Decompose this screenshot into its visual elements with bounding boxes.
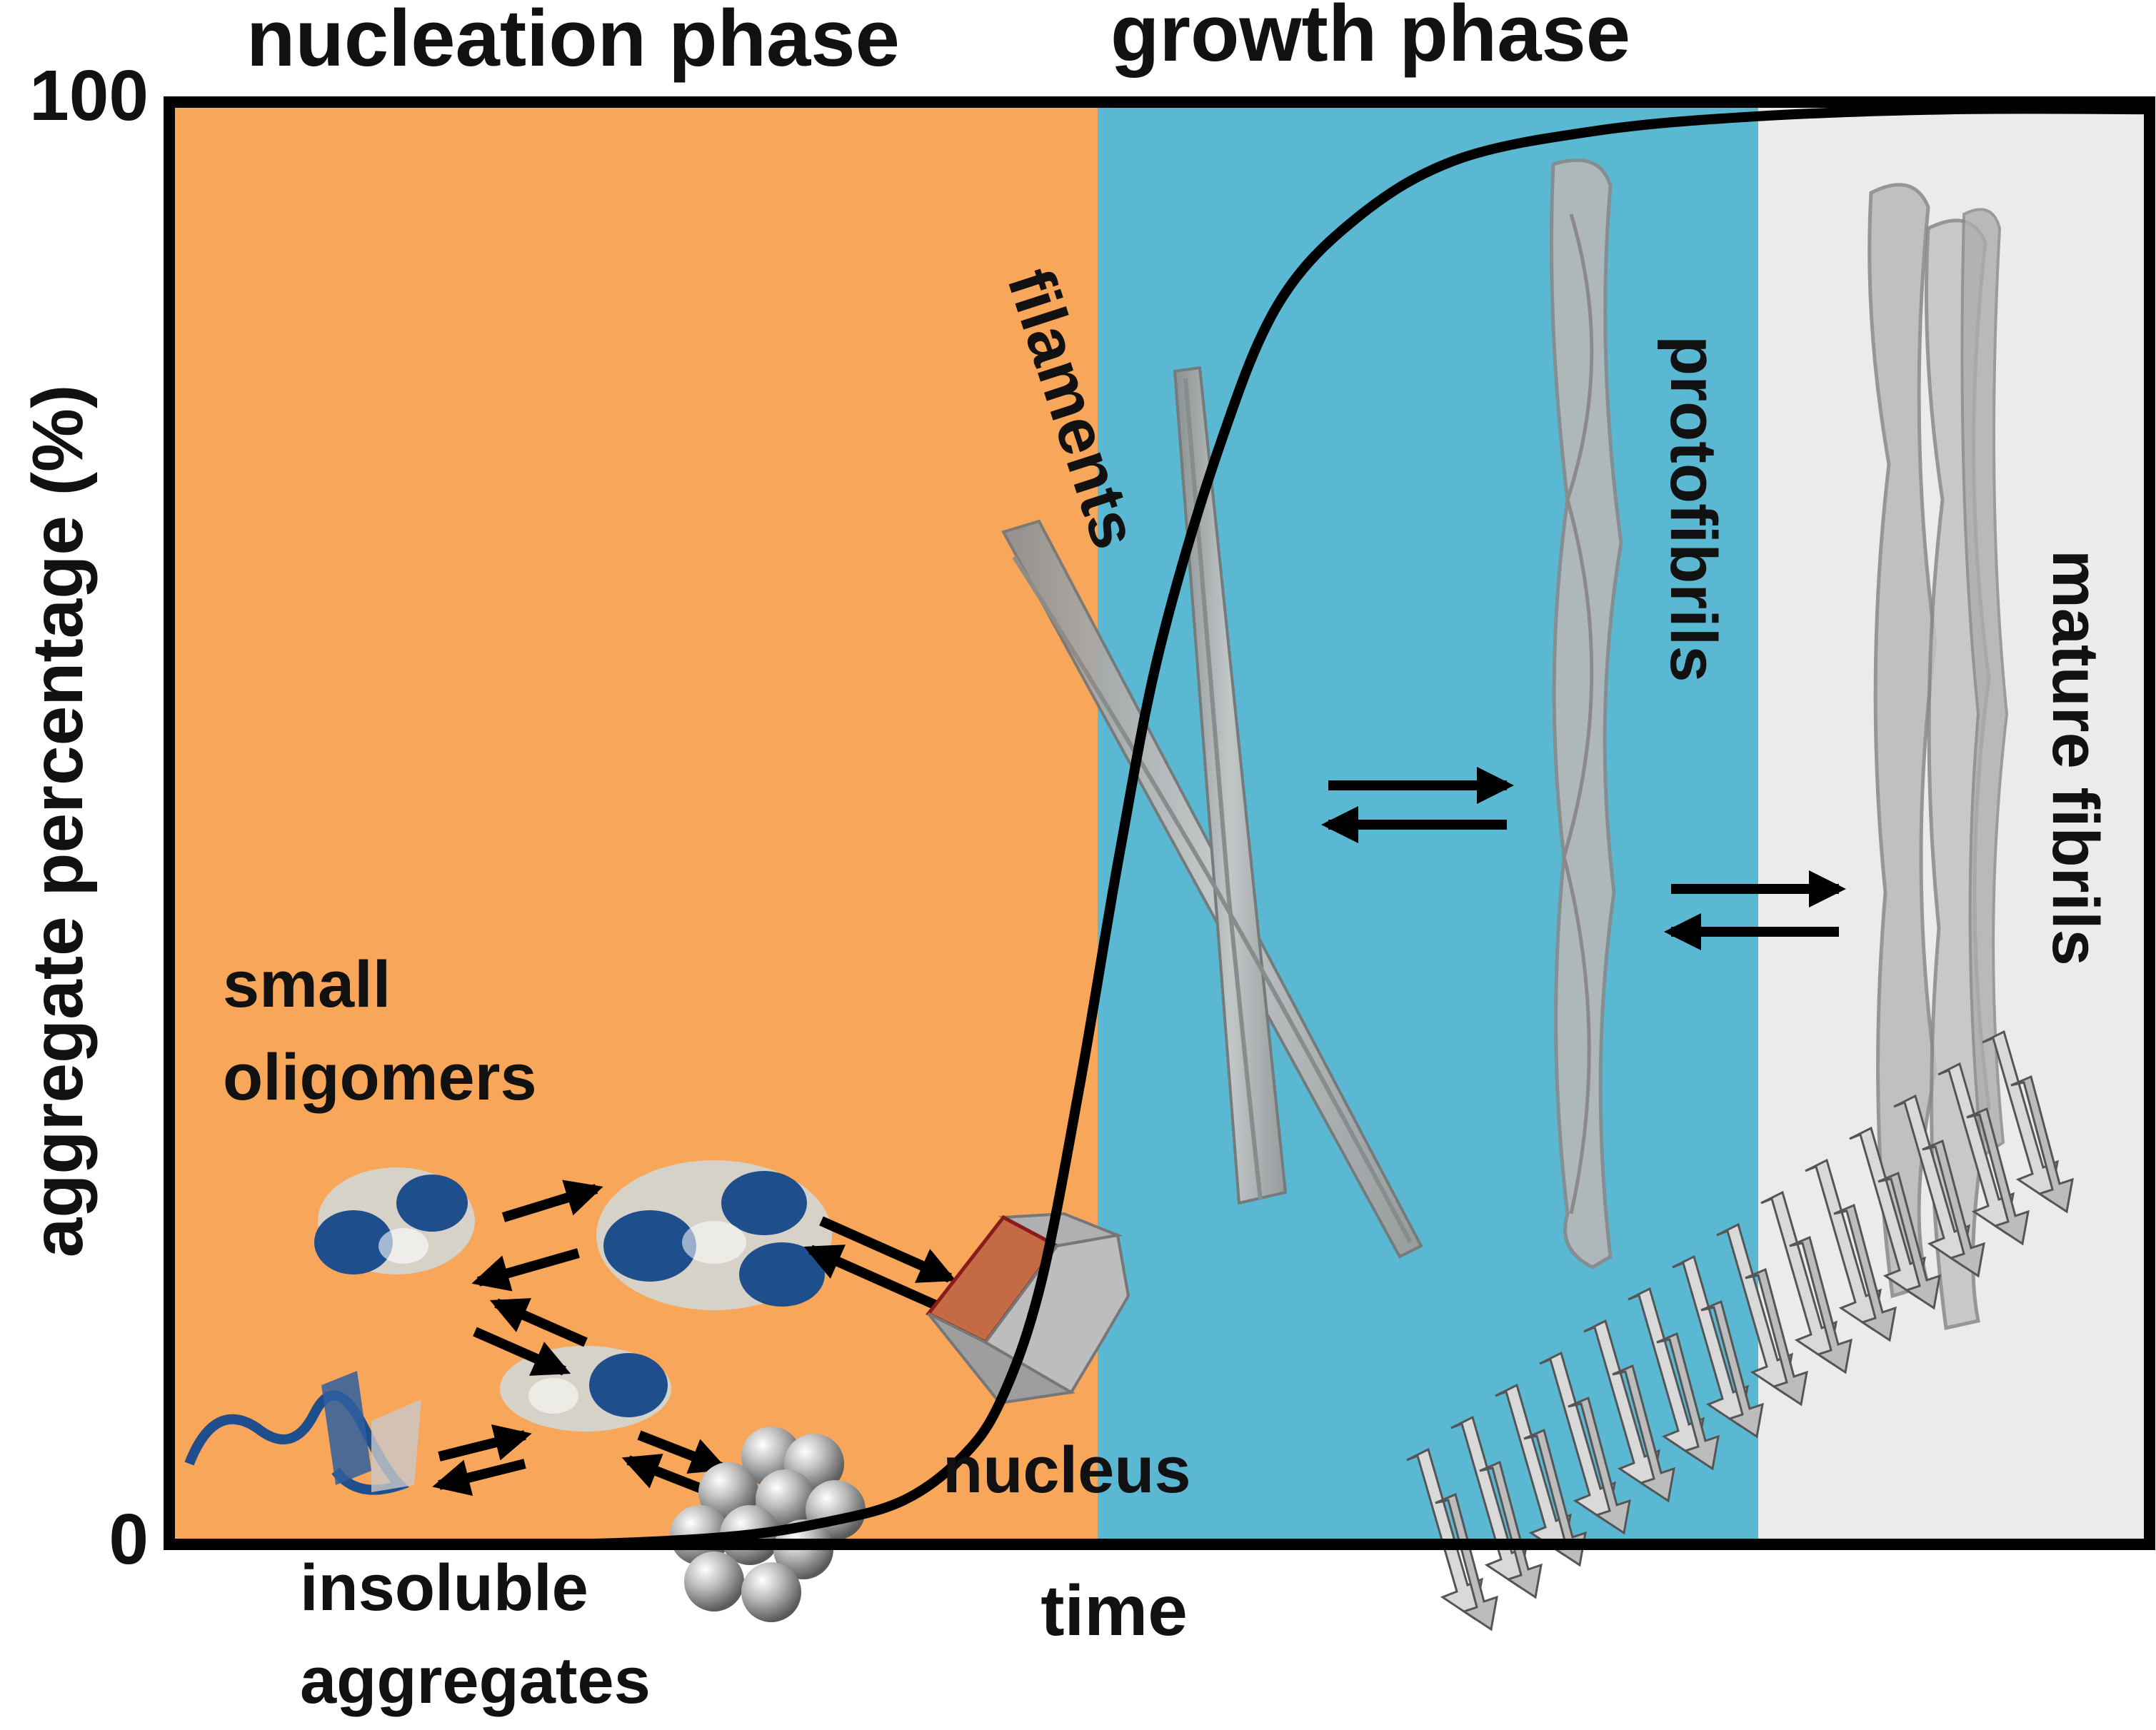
beta-strand [1745,1267,1808,1407]
beta-strand [1568,1396,1631,1535]
arrowhead-icon [562,1180,603,1216]
y-max-label: 100 [29,56,149,136]
mature-fibril-illustration [1867,183,2009,1331]
protofibril-twist [1562,213,1594,1214]
oligomer-blob [528,1378,578,1414]
arrowhead-icon [803,1244,846,1279]
protofibril-strand [1550,158,1623,1269]
beta-strand [1656,1332,1720,1471]
oligomer-blob [314,1210,393,1274]
aggregation-curve [164,104,2155,1550]
insoluble-aggregates-label-line1: insoluble [300,1552,588,1624]
oligomer-blob [396,1175,468,1232]
arrowhead-icon [1809,870,1846,907]
x-axis-label: time [1041,1571,1188,1651]
arrowhead-icon [471,1255,513,1292]
oligomer-blob [739,1242,825,1307]
sphere [741,1562,801,1622]
monomer-illustration [184,1371,421,1495]
oligomer-blob [589,1353,668,1417]
filament-strand-3 [1012,555,1413,1244]
y-axis-label: aggregate percentage (%) [18,385,98,1258]
beta-strand [1922,1139,1985,1278]
growth-phase-label: growth phase [1110,0,1630,78]
arrowhead-icon [915,1249,957,1283]
oligomer-cluster-1 [314,1167,475,1274]
oligomer-blob [378,1228,428,1264]
insoluble-aggregates-label-line2: aggregates [300,1644,651,1717]
mature-fibrils-label: mature fibrils [2039,550,2112,966]
y-min-label: 0 [109,1499,149,1579]
arrowhead-icon [1477,767,1514,804]
beta-strand [1479,1460,1543,1599]
beta-strand [1700,1299,1764,1439]
filaments-illustration [1001,366,1423,1259]
oligomer-cluster-2 [596,1160,832,1310]
oligomer-blob [721,1171,807,1235]
beta-strand [1789,1235,1852,1374]
small-oligomers-label-line1: small [223,948,391,1021]
beta-strand [1612,1364,1675,1503]
monomer-sheet-light [371,1399,421,1492]
mature-fibril-strand-3 [1960,208,2009,1160]
plot-frame [164,96,2155,1550]
equilibrium-arrows [432,767,1846,1497]
beta-sheet-illustration [1406,1030,2074,1631]
beta-strand [1523,1428,1587,1567]
phase-regions [169,102,2150,1544]
arrowhead-icon [1664,913,1701,950]
oligomer-blob [603,1210,696,1282]
nucleus-label: nucleus [943,1434,1191,1507]
arrowhead-icon [489,1298,531,1332]
oligomer-blob [682,1221,746,1264]
arrowhead-icon [529,1342,571,1376]
arrowhead-icon [621,1454,663,1489]
protofibril-illustration [1550,158,1623,1269]
small-oligomers-label-line2: oligomers [223,1041,537,1114]
beta-strand [1877,1171,1941,1310]
monomer-sheet [321,1371,371,1485]
protofibrils-label: protofibrils [1657,336,1730,683]
beta-strand [1435,1492,1498,1631]
beta-strand [1833,1203,1897,1342]
beta-strand [1966,1107,2030,1246]
mature-fibril-strand-1 [1867,183,1937,1299]
nucleation-phase-label: nucleation phase [246,0,900,83]
arrowhead-icon [491,1424,532,1461]
arrowhead-icon [1321,806,1358,843]
arrowhead-icon [432,1459,473,1497]
beta-strand [2010,1075,2074,1214]
sphere [684,1552,744,1611]
